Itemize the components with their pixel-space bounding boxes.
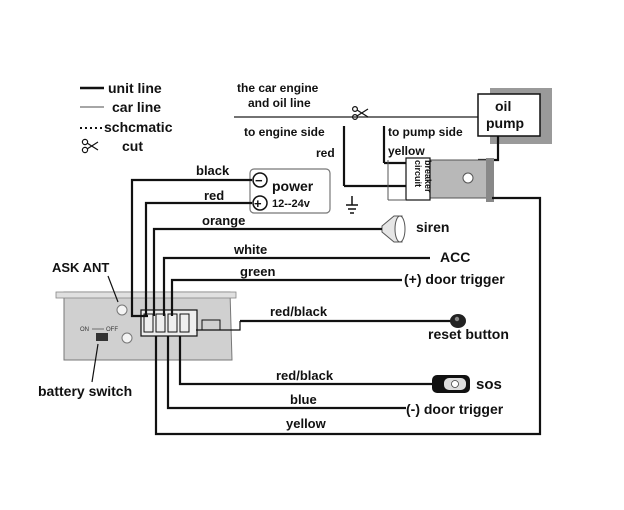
cut-scissors-icon (351, 105, 369, 121)
unit-on-label: ON (80, 327, 89, 333)
wire-blue (166, 336, 406, 410)
legend-unit-line-label: unit line (108, 80, 162, 96)
relay-screw (462, 172, 474, 184)
ask-ant-label: ASK ANT (52, 260, 109, 275)
breaker-label-line2: breaker (423, 160, 433, 193)
wire-orange (152, 227, 382, 316)
wire-white (162, 256, 430, 316)
unit-off-label: OFF (106, 327, 118, 333)
relay-body (427, 159, 493, 199)
door-trigger-positive-label: (+) door trigger (404, 271, 505, 287)
wires: black red orange white ACC green (+) doo… (130, 163, 542, 436)
engine-title-line1: the car engine (237, 81, 319, 95)
engine-title-line2: and oil line (248, 96, 311, 110)
wire-black-label: black (196, 163, 230, 178)
power-label: power (272, 178, 314, 194)
wire-green-label: green (240, 264, 275, 279)
power-minus-terminal (252, 172, 268, 188)
engine-red-label: red (316, 146, 335, 160)
oil-pump-label-line1: oil (495, 98, 511, 114)
wire-red-black-sos-label: red/black (276, 368, 334, 383)
wire-red-label: red (204, 188, 224, 203)
power-box (249, 168, 331, 214)
unit-connector-pin-2 (155, 313, 166, 333)
ask-ant-leader (107, 275, 119, 303)
wire-red-black-reset-label: red/black (270, 304, 328, 319)
wire-white-label: white (233, 242, 267, 257)
wire-blue-label: blue (290, 392, 317, 407)
oil-pump-label-line2: pump (486, 115, 524, 131)
legend-car-line-label: car line (112, 99, 161, 115)
unit-gps-port-icon (121, 332, 133, 344)
battery-switch-control[interactable] (96, 333, 108, 341)
acc-label: ACC (440, 249, 470, 265)
wire-yellow (154, 196, 542, 436)
wire-red-black-sos (178, 336, 432, 386)
wire-black (130, 178, 252, 318)
power-supply: − + power 12--24v (249, 168, 331, 214)
circuit-breaker: circuit breaker (344, 157, 494, 202)
oil-pump-box (477, 93, 541, 137)
wire-yellow-label: yellow (286, 416, 327, 431)
power-minus-sign: − (255, 173, 263, 188)
scissors-icon (81, 138, 99, 154)
sos-button-icon[interactable] (432, 375, 470, 393)
power-plus-terminal (252, 195, 268, 211)
battery-switch-leader (91, 343, 99, 383)
power-voltage: 12--24v (272, 198, 311, 210)
engine-yellow-label: yellow (388, 144, 425, 158)
battery-switch-label: battery switch (38, 383, 132, 399)
unit-connector-pin-4 (179, 313, 190, 333)
wire-red-black-reset-loop (196, 321, 241, 331)
reset-button-label: reset button (428, 326, 509, 342)
ask-antenna-icon (116, 304, 128, 316)
oil-pump: oil pump (477, 88, 552, 162)
to-pump-side-label: to pump side (388, 125, 463, 139)
legend: unit line car line schcmatic cut (80, 80, 173, 154)
wire-red (144, 201, 252, 316)
reset-button-icon[interactable] (450, 314, 466, 328)
to-engine-side-label: to engine side (244, 125, 325, 139)
sos-label: sos (476, 376, 502, 393)
engine-oil-line: the car engine and oil line to engine si… (234, 81, 478, 186)
wire-green (170, 278, 402, 316)
siren-label: siren (416, 219, 449, 235)
relay-cap (486, 158, 494, 202)
breaker-label-line1: circuit (413, 160, 423, 187)
legend-schematic-label: schcmatic (104, 119, 173, 135)
door-trigger-negative-label: (-) door trigger (406, 401, 504, 417)
tracker-unit: ON OFF ASK ANT battery switch (38, 260, 237, 399)
siren-bell (394, 215, 406, 243)
siren: siren (346, 196, 449, 243)
breaker-box (405, 157, 431, 201)
wire-orange-label: orange (202, 213, 245, 228)
unit-connector-pin-1 (143, 313, 154, 333)
power-plus-sign: + (254, 196, 262, 211)
legend-cut-label: cut (122, 138, 143, 154)
